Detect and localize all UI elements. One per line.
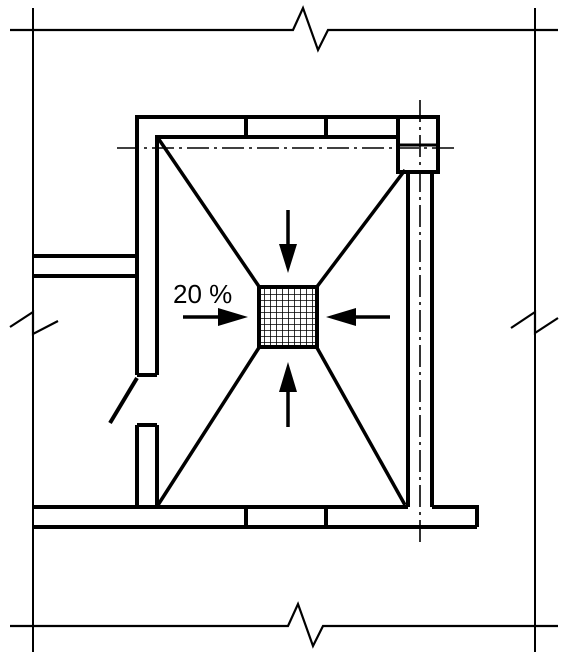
top-wall-inner <box>155 135 398 375</box>
slope-lines <box>156 137 407 506</box>
top-break-line <box>10 5 558 53</box>
slope-line-bottom-right <box>314 345 407 506</box>
room-walls <box>33 115 479 529</box>
flow-arrows <box>183 210 390 427</box>
bottom-wall-right-step <box>432 505 479 527</box>
right-break-line <box>510 309 559 336</box>
arrow-icon-bottom <box>279 362 297 427</box>
slope-line-top-right <box>314 168 407 290</box>
left-break-line <box>9 309 59 336</box>
bottom-break-line <box>10 601 558 649</box>
arrow-icon-top <box>279 210 297 273</box>
door-leaf <box>108 376 139 425</box>
drain-grate-icon <box>257 285 319 349</box>
center-lines <box>117 100 458 545</box>
slope-line-top-left <box>156 137 262 289</box>
slope-line-bottom-left <box>156 345 262 506</box>
outer-boundary <box>9 5 559 652</box>
top-wall-outer <box>135 115 438 375</box>
arrow-icon-right <box>326 308 390 326</box>
arrow-icon-left <box>183 308 248 326</box>
slope-label: 20 % <box>173 279 232 309</box>
